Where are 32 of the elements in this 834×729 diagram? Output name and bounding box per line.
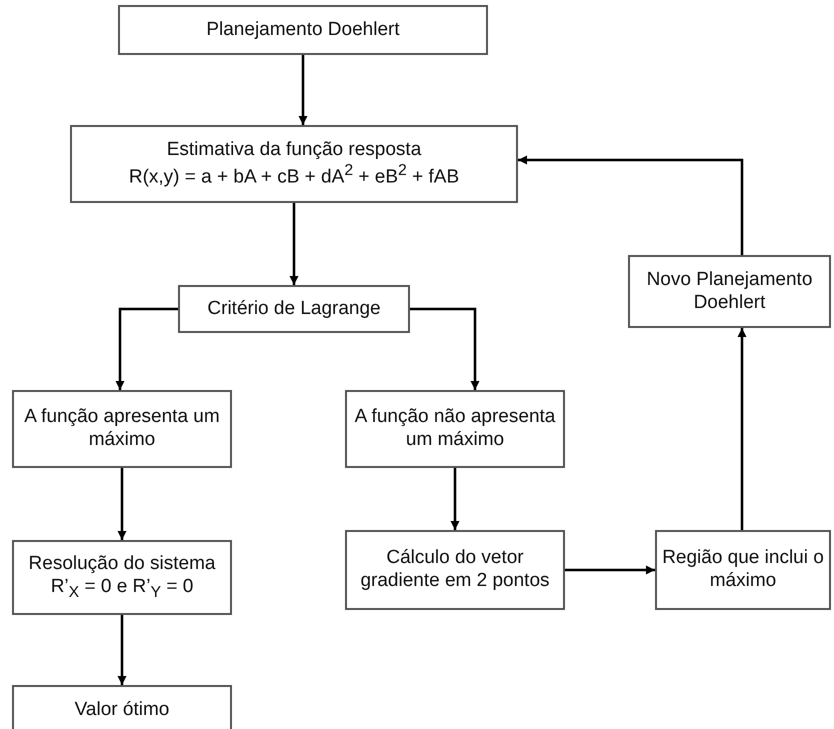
arrow [298, 55, 308, 125]
process-box [12, 540, 232, 615]
box-text: Região que inclui o máximo [661, 547, 825, 593]
arrow [118, 615, 126, 685]
box-text: R’$_{X}$ = 0 e R’$_{Y}$ = 0 [50, 576, 194, 602]
box-text: Cálculo do vetor gradiente em 2 pontos [359, 547, 551, 593]
arrow [450, 468, 460, 530]
process-box [345, 390, 565, 468]
box-text: Resolução do sistema [28, 552, 216, 576]
box-text: Critério de Lagrange [207, 298, 381, 320]
box-text: A função não apresenta um máximo [354, 406, 556, 452]
box-text: Estimativa da função resposta [166, 139, 422, 162]
process-box [178, 285, 410, 333]
arrow [518, 156, 744, 255]
process-box [12, 390, 232, 468]
box-text: Novo Planejamento Doehlert [646, 268, 814, 314]
arrow [118, 468, 126, 540]
process-box [628, 255, 831, 328]
arrow [116, 308, 178, 390]
arrow [738, 328, 746, 530]
process-box [70, 125, 518, 203]
arrow [565, 566, 655, 574]
box-text: R(x,y) = a + bA + cB + dA$^{2}$ + eB$^{2}$ + fAB [128, 162, 460, 189]
arrow [410, 308, 480, 390]
process-box [118, 5, 488, 55]
box-text: Planejamento Doehlert [206, 18, 400, 42]
box-text: A função apresenta um máximo [23, 406, 221, 452]
box-text: Valor ótimo [74, 699, 170, 722]
arrow [290, 203, 298, 285]
process-box [655, 530, 831, 610]
process-box [12, 685, 232, 729]
process-box [345, 530, 565, 610]
